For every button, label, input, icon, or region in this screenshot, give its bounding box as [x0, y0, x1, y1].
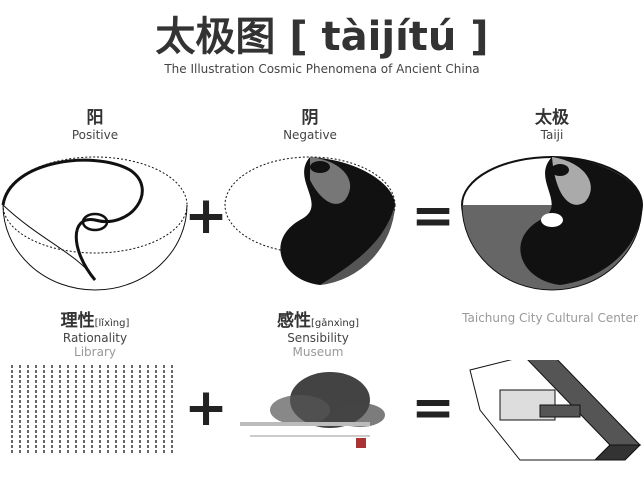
sensibility-pinyin: [gǎnxìng]	[311, 318, 359, 329]
equals-operator-1: =	[411, 186, 455, 246]
equals-operator-2: =	[411, 378, 455, 438]
sensibility-en: Sensibility	[287, 331, 349, 345]
rationality-zh: 理性	[60, 311, 95, 331]
museum-label: Museum	[292, 345, 344, 359]
subtitle: The Illustration Cosmic Phenomena of Anc…	[164, 62, 480, 76]
page-title: 太极图 [ tàijítú ]	[155, 14, 489, 60]
negative-bowl	[224, 156, 396, 285]
positive-zh: 阳	[86, 108, 104, 128]
ink-landscape-image	[240, 372, 385, 448]
negative-zh: 阴	[301, 108, 319, 128]
taiji-bowl	[461, 156, 643, 291]
rationality-pinyin: [lǐxìng]	[94, 318, 130, 329]
positive-bowl	[1, 156, 188, 291]
negative-en: Negative	[283, 128, 337, 142]
taiji-en: Taiji	[540, 128, 564, 142]
library-label: Library	[74, 345, 116, 359]
sensibility-label: 感性[gǎnxìng] Sensibility Museum	[277, 306, 359, 359]
negative-label: 阴 Negative	[283, 103, 337, 142]
positive-label: 阳 Positive	[72, 103, 118, 142]
cultural-center-label: Taichung City Cultural Center	[462, 311, 638, 325]
calligraphy-image	[11, 365, 173, 455]
cultural-center-model	[469, 360, 642, 461]
taiji-illustrations	[1, 156, 643, 291]
taiji-zh: 太极	[535, 108, 569, 128]
bottom-illustrations	[11, 360, 642, 461]
sensibility-zh: 感性	[277, 311, 311, 331]
rationality-en: Rationality	[62, 331, 128, 345]
rationality-label: 理性[lǐxìng] Rationality Library	[61, 306, 130, 359]
plus-operator-2: +	[184, 378, 228, 438]
plus-operator-1: +	[184, 186, 228, 246]
taiji-label: 太极 Taiji	[535, 103, 569, 142]
positive-en: Positive	[71, 128, 119, 142]
